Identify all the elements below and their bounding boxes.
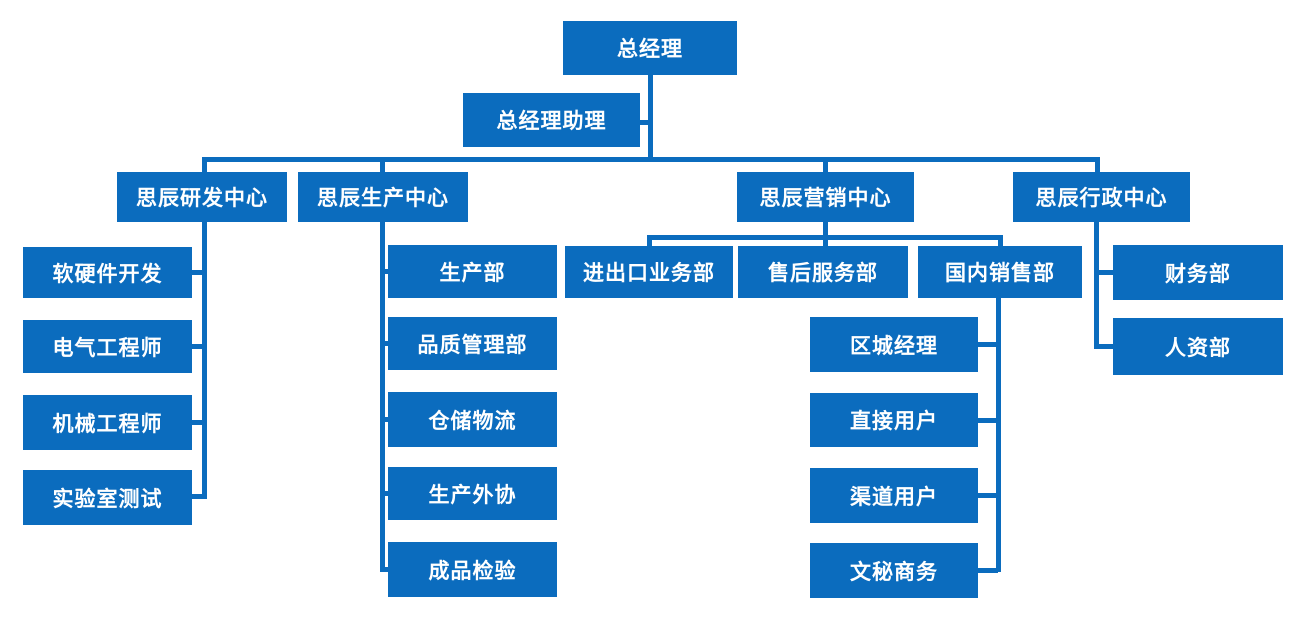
- connector-level2-bus: [202, 157, 1100, 162]
- org-node-domestic-sales-dept[interactable]: 国内销售部: [918, 246, 1082, 298]
- org-node-secretarial-business[interactable]: 文秘商务: [810, 543, 978, 598]
- connector-rd-stub-4: [192, 494, 207, 499]
- connector-rd-stub-1: [192, 270, 207, 275]
- org-node-prod-center[interactable]: 思辰生产中心: [298, 172, 468, 222]
- connector-domestic-stub-3: [977, 493, 998, 498]
- org-node-gm-assistant[interactable]: 总经理助理: [463, 93, 640, 147]
- connector-marketing-drop-to-bus: [823, 222, 828, 238]
- connector-rd-spine: [202, 222, 207, 499]
- connector-prod-stub-4: [380, 491, 392, 496]
- org-node-production-outsourcing[interactable]: 生产外协: [388, 467, 557, 520]
- org-node-finance-dept[interactable]: 财务部: [1113, 245, 1283, 300]
- connector-prod-stub-2: [380, 341, 392, 346]
- org-node-regional-manager[interactable]: 区城经理: [810, 317, 978, 372]
- org-node-production-dept[interactable]: 生产部: [388, 245, 557, 298]
- org-node-mechanical-engineer[interactable]: 机械工程师: [23, 395, 192, 450]
- connector-domestic-stub-1: [977, 342, 998, 347]
- connector-domestic-stub-4: [977, 568, 998, 573]
- org-node-warehouse-logistics[interactable]: 仓储物流: [388, 392, 557, 447]
- connector-drop-import-export: [647, 235, 652, 248]
- connector-drop-domestic-sales: [998, 235, 1003, 248]
- org-node-gm[interactable]: 总经理: [563, 21, 737, 75]
- connector-prod-stub-3: [380, 417, 392, 422]
- connector-prod-spine: [380, 222, 385, 572]
- connector-rd-stub-3: [192, 420, 207, 425]
- org-node-finished-goods-inspection[interactable]: 成品检验: [388, 542, 557, 597]
- org-node-import-export-dept[interactable]: 进出口业务部: [565, 246, 733, 298]
- connector-prod-stub-1: [380, 269, 392, 274]
- connector-domestic-stub-2: [977, 418, 998, 423]
- org-node-admin-center[interactable]: 思辰行政中心: [1013, 172, 1190, 222]
- connector-gm-trunk: [648, 75, 653, 160]
- connector-admin-stub-2: [1094, 344, 1115, 349]
- org-node-rd-center[interactable]: 思辰研发中心: [117, 172, 287, 222]
- connector-drop-marketing-center: [823, 157, 828, 172]
- connector-drop-after-sales: [823, 235, 828, 248]
- connector-drop-rd-center: [202, 157, 207, 172]
- org-node-software-hardware-dev[interactable]: 软硬件开发: [23, 247, 192, 298]
- connector-prod-stub-5: [380, 567, 392, 572]
- org-node-quality-mgmt-dept[interactable]: 品质管理部: [388, 317, 557, 370]
- org-node-channel-users[interactable]: 渠道用户: [810, 468, 978, 523]
- org-node-after-sales-dept[interactable]: 售后服务部: [738, 246, 908, 298]
- org-node-hr-dept[interactable]: 人资部: [1113, 318, 1283, 375]
- connector-drop-prod-center: [380, 157, 385, 172]
- org-node-marketing-center[interactable]: 思辰营销中心: [737, 172, 914, 222]
- connector-rd-stub-2: [192, 344, 207, 349]
- org-node-lab-testing[interactable]: 实验室测试: [23, 470, 192, 525]
- connector-domestic-spine: [996, 298, 1001, 572]
- connector-drop-admin-center: [1095, 157, 1100, 172]
- org-node-direct-users[interactable]: 直接用户: [810, 393, 978, 447]
- connector-admin-stub-1: [1094, 270, 1115, 275]
- connector-gm-assistant-stub: [640, 120, 650, 125]
- connector-admin-spine: [1094, 222, 1099, 349]
- org-node-electrical-engineer[interactable]: 电气工程师: [23, 320, 192, 373]
